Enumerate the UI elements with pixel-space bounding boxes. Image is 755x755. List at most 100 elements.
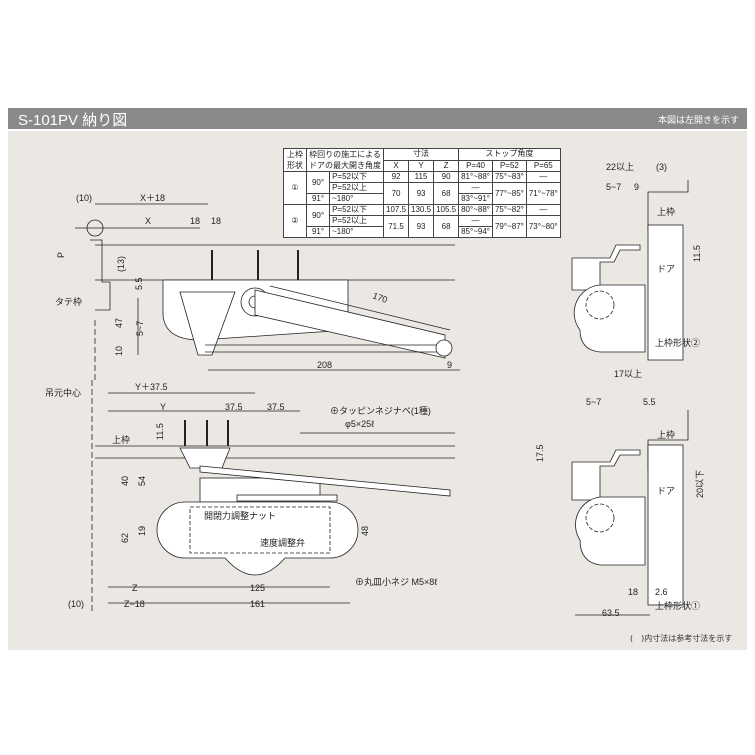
dim-label: Y	[160, 402, 166, 412]
dim-label: 18	[211, 216, 221, 226]
p40-cell: 83°~91°	[458, 193, 493, 205]
dim-label: 37.5	[225, 402, 243, 412]
tapping-screw-label: ⊕タッピンネジナベ(1種)	[330, 406, 431, 416]
head-frame-label: 上枠	[657, 429, 675, 440]
dim-label: 2.6	[655, 587, 668, 597]
col-p52: P=52	[491, 159, 527, 172]
side-view-lines	[571, 180, 689, 616]
force-adjust-nut-label: 開閉力調整ナット	[204, 510, 276, 521]
col-p65: P=65	[525, 159, 561, 172]
dim-label: (13)	[116, 256, 126, 272]
x-cell: 92	[382, 171, 410, 183]
dim-label: 9	[634, 182, 639, 192]
title-bar: S-101PV 納り図 本図は左開きを示す	[8, 108, 747, 129]
dim-label: 63.5	[602, 608, 620, 618]
bottom-view-labels: 吊元中心 Y＋37.5 Y 37.5 37.5 ⊕タッピンネジナベ(1種) φ5…	[45, 382, 438, 609]
dim-label: (10)	[76, 193, 92, 203]
dim-label: 17.5	[535, 444, 545, 462]
bottom-view-lines	[91, 380, 455, 612]
dim-label: Y＋37.5	[135, 382, 168, 392]
top-view-lines	[75, 203, 460, 380]
p40-cell: —	[458, 215, 493, 227]
table-row: ② 90° P=52以下 107.5 130.5 105.5 80°~88° 7…	[283, 204, 561, 238]
dim-label: 19	[137, 526, 147, 536]
p52-cell: 77°~85°	[491, 182, 527, 205]
z-cell: 90	[433, 171, 460, 183]
dim-label: 208	[317, 360, 332, 370]
dim-label: 40	[120, 476, 130, 486]
p65-cell: —	[525, 204, 561, 216]
dim-label: 125	[250, 583, 265, 593]
dim-label: Z	[132, 583, 138, 593]
dim-label: 62	[120, 533, 130, 543]
dim-label: 5~7	[135, 321, 145, 336]
header-dims: 寸法	[382, 148, 460, 161]
pivot-center-label: 吊元中心	[45, 387, 81, 398]
y-cell: 93	[408, 182, 435, 205]
z-cell: 105.5	[433, 204, 460, 216]
p52-cell: 75°~82°	[491, 204, 527, 216]
table-row: 91° ~180° 83°~91°	[284, 193, 561, 205]
x-cell: 107.5	[382, 204, 410, 216]
stop-angle-table: 上枠形状 枠回りの施工によるドアの最大開き角度 寸法 ストップ角度 X Y Z …	[283, 148, 561, 238]
orientation-note: 本図は左開きを示す	[657, 116, 739, 126]
dim-label: 5.5	[643, 397, 656, 407]
col-y: Y	[408, 159, 435, 172]
shape-cell: ①	[283, 171, 307, 205]
header-shape: 上枠形状	[283, 148, 307, 172]
header-stop: ストップ角度	[458, 148, 561, 161]
dim-label: (3)	[656, 162, 667, 172]
dim-label: P	[56, 252, 66, 258]
dim-label: 11.5	[155, 423, 165, 440]
dim-label: 9	[447, 360, 452, 370]
dim-label: X	[145, 216, 151, 226]
dim-label: 20以下	[695, 470, 705, 498]
dim-label: 5.5	[134, 277, 144, 290]
table-row: ① 90° P=52以下 92 115 90 81°~88° 75°~83° —	[283, 171, 561, 205]
col-x: X	[382, 159, 410, 172]
p40-cell: 80°~88°	[458, 204, 493, 216]
p40-cell: —	[458, 182, 493, 194]
angle-cell: 90°	[305, 204, 331, 227]
table-row: P=52以上 70 93 68 — 77°~85° 71°~78°	[284, 182, 561, 205]
dim-label: 54	[137, 476, 147, 486]
p65-cell: 73°~80°	[525, 215, 561, 238]
dim-label: 161	[250, 599, 265, 609]
p40-cell: 85°~94°	[458, 226, 493, 238]
x-cell: 70	[382, 182, 410, 205]
dim-label: 170	[371, 290, 389, 305]
p40-cell: 81°~88°	[458, 171, 493, 183]
dim-label: Z−18	[124, 599, 145, 609]
condition-cell: P=52以上	[329, 215, 384, 227]
page-title: S-101PV 納り図	[18, 112, 128, 129]
p65-cell: 71°~78°	[525, 182, 561, 205]
head-frame-label: 上枠	[112, 434, 130, 445]
frame-shape-2-caption: 上枠形状②	[655, 337, 700, 348]
condition-cell: ~180°	[329, 226, 384, 238]
condition-cell: P=52以上	[329, 182, 384, 194]
table-row: 91° ~180° 85°~94°	[284, 226, 561, 238]
side-view-labels: 22以上 (3) 5~7 9 上枠 ドア 11.5 上枠形状② 17以上 5~7…	[535, 162, 705, 618]
p52-cell: 79°~87°	[491, 215, 527, 238]
dim-label: 10	[114, 346, 124, 356]
dim-label: 48	[360, 526, 370, 536]
shape-cell: ②	[283, 204, 307, 238]
dim-label: X＋18	[140, 193, 165, 203]
dim-label: 22以上	[606, 162, 634, 172]
y-cell: 93	[408, 215, 435, 238]
z-cell: 68	[433, 215, 460, 238]
angle-cell: 90°	[305, 171, 331, 194]
angle-cell: 91°	[305, 193, 331, 205]
speed-valve-label: 速度調整弁	[260, 537, 305, 548]
condition-cell: ~180°	[329, 193, 384, 205]
reference-dimension-note: ( )内寸法は参考寸法を示す	[630, 634, 733, 643]
dim-label: (10)	[68, 599, 84, 609]
frame-label: タテ枠	[55, 296, 82, 307]
dim-label: 17以上	[614, 369, 642, 379]
dim-label: 11.5	[692, 245, 702, 262]
head-frame-label: 上枠	[657, 206, 675, 217]
p65-cell: —	[525, 171, 561, 183]
tapping-screw-size: φ5×25ℓ	[345, 419, 375, 429]
dim-label: 18	[190, 216, 200, 226]
